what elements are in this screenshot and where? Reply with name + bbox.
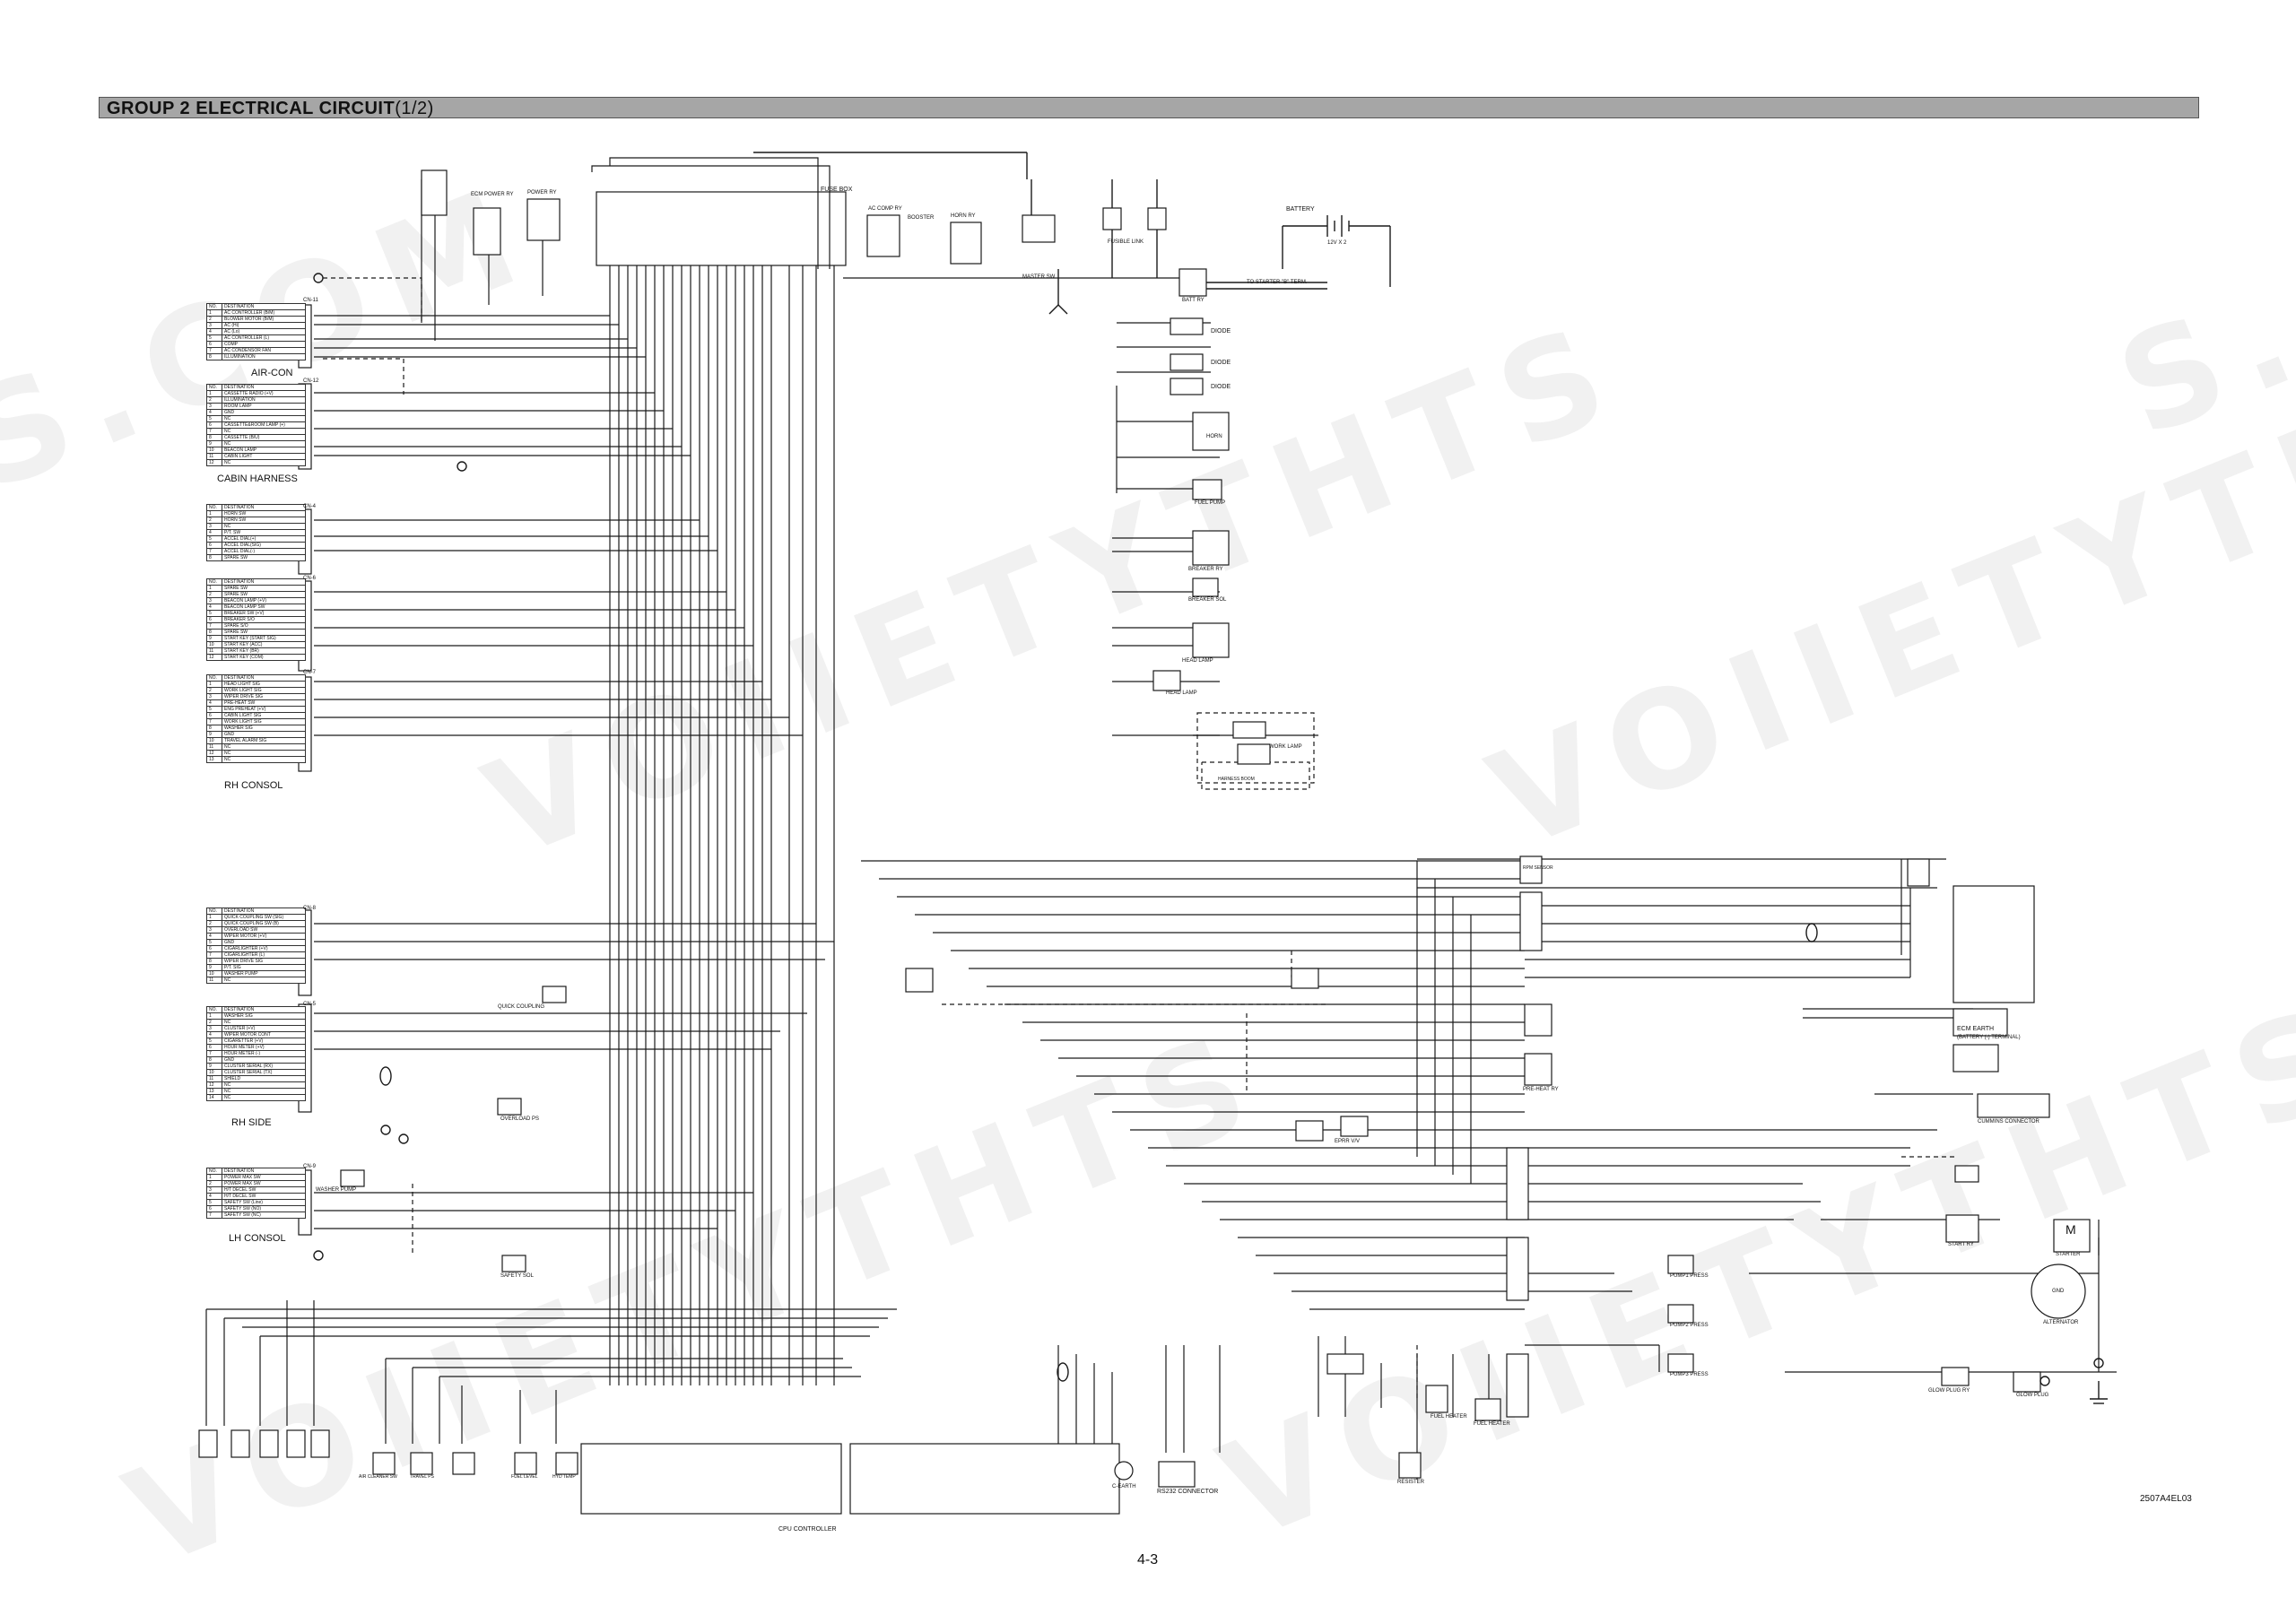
- label-fuse-box: FUSE BOX: [821, 187, 853, 193]
- label-motor-m: M: [2066, 1222, 2076, 1237]
- label-head-lamp-1: HEAD LAMP: [1182, 658, 1213, 664]
- label-resister: RESISTER: [1397, 1480, 1425, 1485]
- label-pre-heat-ry: PRE-HEAT RY: [1523, 1087, 1559, 1092]
- label-hyd-temp: HYD TEMP: [552, 1474, 576, 1480]
- label-rpm-sensor: RPM SENSOR: [1523, 865, 1553, 871]
- label-alternator: ALTERNATOR: [2043, 1320, 2079, 1325]
- label-master-sw: MASTER SW: [1022, 274, 1056, 280]
- label-quick-coupling: QUICK COUPLING: [498, 1004, 545, 1010]
- label-air-cleaner-sw: AIR CLEANER SW: [359, 1474, 397, 1480]
- label-pump2-press: PUMP2 PRESS: [1670, 1323, 1709, 1328]
- block-title-cabin: CABIN HARNESS: [217, 473, 298, 484]
- label-breaker-sol: BREAKER SOL: [1188, 597, 1227, 603]
- label-horn-ry: HORN RY: [951, 213, 976, 219]
- label-booster: BOOSTER: [908, 215, 935, 221]
- connector-label-cn7: CN-7: [303, 670, 317, 675]
- label-diode-2: DIODE: [1211, 360, 1231, 366]
- label-battery: BATTERY: [1286, 206, 1315, 213]
- label-fuel-heater-2: FUEL HEATER: [1474, 1421, 1510, 1427]
- label-glow-plug: GLOW PLUG: [2016, 1393, 2049, 1398]
- label-pump3-press: PUMP3 PRESS: [1670, 1372, 1709, 1377]
- label-batt-ry: BATT RY: [1182, 298, 1205, 303]
- label-fuel-level: FUEL LEVEL: [511, 1474, 538, 1480]
- label-c-earth: C-EARTH: [1112, 1484, 1136, 1489]
- label-cpu-controller: CPU CONTROLLER: [778, 1526, 837, 1533]
- label-starter: STARTER: [2056, 1252, 2081, 1257]
- label-to-starter: TO STARTER "B" TERM.: [1247, 280, 1308, 285]
- block-title-aircon: AIR-CON: [251, 368, 293, 378]
- label-glow-plug-ry: GLOW PLUG RY: [1928, 1388, 1970, 1394]
- section-subtitle: (1/2): [395, 99, 434, 118]
- section-title: GROUP 2 ELECTRICAL CIRCUIT(1/2): [107, 99, 434, 118]
- connector-label-cn11: CN-11: [303, 298, 318, 303]
- label-ecm-power-ry: ECM POWER RY: [471, 192, 514, 197]
- connector-label-cn4: CN-4: [303, 504, 317, 509]
- label-head-lamp-2: HEAD LAMP: [1166, 690, 1197, 696]
- label-pump1-press: PUMP1 PRESS: [1670, 1273, 1709, 1279]
- label-fuel-heater-1: FUEL HEATER: [1431, 1414, 1467, 1420]
- label-fuel-pump: FUEL PUMP: [1195, 500, 1226, 506]
- connector-label-cn9: CN-9: [303, 1164, 317, 1169]
- label-diode-3: DIODE: [1211, 384, 1231, 390]
- label-work-lamp: WORK LAMP: [1269, 744, 1302, 750]
- connector-label-cn5: CN-5: [303, 1002, 317, 1007]
- label-fusible-link: FUSIBLE LINK: [1108, 239, 1144, 245]
- block-title-rh-side: RH SIDE: [231, 1117, 272, 1128]
- label-safety-sol: SAFETY SOL: [500, 1273, 534, 1279]
- label-battery-volts: 12V X 2: [1327, 240, 1347, 246]
- label-start-ry: START RY: [1948, 1242, 1974, 1247]
- label-ac-comp-ry: AC COMP RY: [868, 206, 902, 212]
- label-cummins-connector: CUMMINS CONNECTOR: [1978, 1119, 2039, 1125]
- connector-label-cn8: CN-8: [303, 906, 317, 911]
- label-breaker-ry: BREAKER RY: [1188, 567, 1223, 572]
- label-overload-ps: OVERLOAD PS: [500, 1116, 540, 1122]
- label-washer-pump: WASHER PUMP: [316, 1187, 357, 1193]
- label-power-ry: POWER RY: [527, 190, 557, 195]
- document-code: 2507A4EL03: [2140, 1494, 2192, 1504]
- connector-label-cn12: CN-12: [303, 378, 319, 384]
- block-title-lh-consol: LH CONSOL: [229, 1233, 286, 1244]
- label-ecm-earth: ECM EARTH: [1957, 1026, 1995, 1032]
- label-harness-boom: HARNESS BOOM: [1218, 777, 1255, 782]
- label-alternator-gnd: GND: [2052, 1289, 2065, 1294]
- label-eprr-vv: EPRR V/V: [1335, 1139, 1361, 1144]
- label-travel-ps: TRAVEL PS: [410, 1474, 434, 1480]
- label-rs232-connector: RS232 CONNECTOR: [1157, 1489, 1219, 1495]
- label-battery-terminal: (BATTERY (-) TERMINAL): [1957, 1035, 2021, 1040]
- block-title-rh-consol: RH CONSOL: [224, 780, 283, 791]
- label-horn: HORN: [1206, 434, 1222, 439]
- connector-label-cn6: CN-6: [303, 576, 317, 581]
- page-number: 4-3: [1137, 1552, 1159, 1568]
- label-diode-1: DIODE: [1211, 328, 1231, 334]
- section-header-bar: GROUP 2 ELECTRICAL CIRCUIT(1/2): [99, 97, 2199, 118]
